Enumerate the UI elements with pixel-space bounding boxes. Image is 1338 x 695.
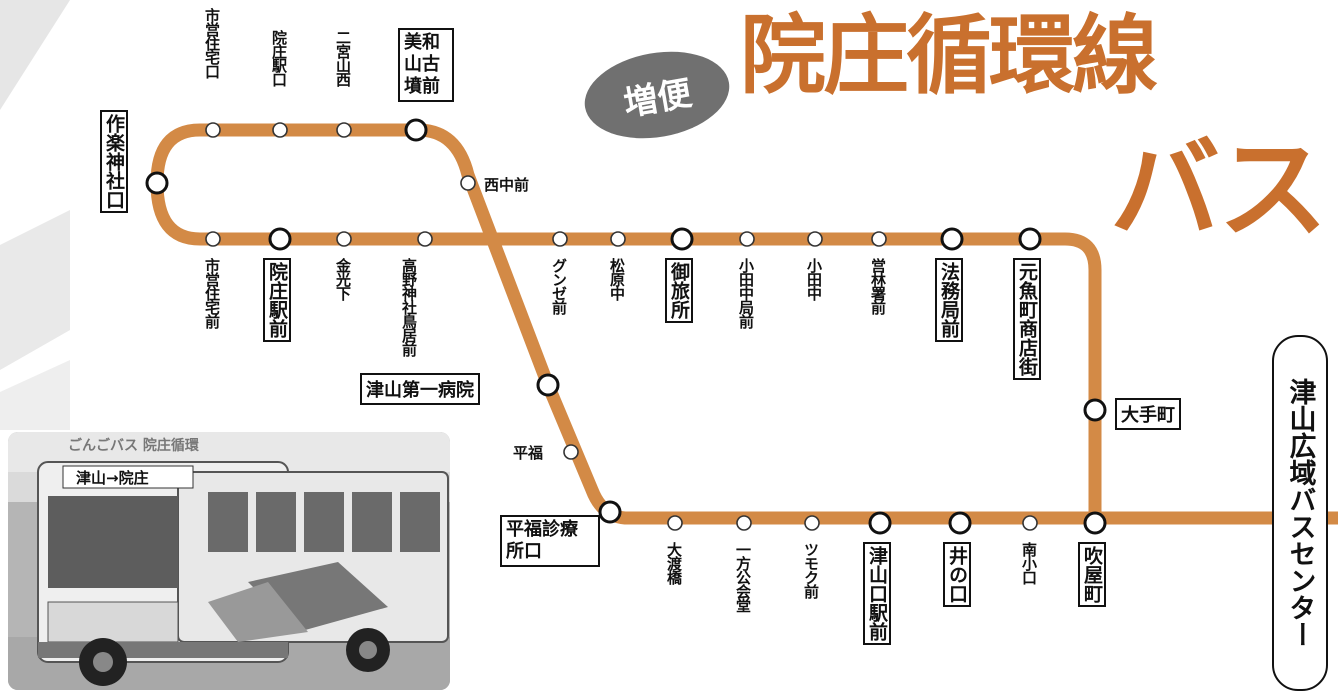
stop-bottom-4	[948, 511, 972, 535]
photo-destination-text: 津山→院庄	[76, 469, 149, 487]
stop-label-left: 作楽神社口	[100, 110, 128, 213]
bus-photo: ごんごバス 院庄循環 津山→院庄	[8, 432, 450, 690]
stop-bottom-0	[667, 515, 683, 531]
stop-nishinaka	[460, 175, 476, 191]
stop-label-mid-7: 小田中局前	[737, 258, 755, 328]
stop-label-bottom-5: 南小口	[1020, 542, 1038, 584]
stop-label-bottom-2: ツモク前	[802, 542, 820, 598]
stop-label-nishinaka: 西中前	[484, 176, 530, 194]
stop-label-hirafuku-clinic: 平福診療所口	[500, 515, 600, 567]
stop-label-hospital: 津山第一病院	[360, 373, 480, 405]
stop-mid-7	[739, 231, 755, 247]
stop-bottom-3	[868, 511, 892, 535]
stop-label-hirafuku: 平福	[513, 444, 544, 462]
stop-top-3	[404, 118, 428, 142]
stop-label-mid-0: 市営住宅前	[203, 258, 221, 328]
stop-label-top-2: 二宮山西	[334, 30, 352, 86]
stop-top-0	[205, 122, 221, 138]
stop-label-mid-8: 小田中	[805, 258, 823, 300]
stop-label-mid-9: 営林署前	[869, 258, 887, 314]
stop-mid-3	[417, 231, 433, 247]
stop-top-1	[272, 122, 288, 138]
stop-mid-11	[1018, 227, 1042, 251]
stop-label-mid-11: 元魚町商店街	[1013, 258, 1041, 380]
stop-label-mid-4: グンゼ前	[550, 258, 568, 314]
stop-mid-1	[268, 227, 292, 251]
stop-label-mid-6: 御旅所	[665, 258, 693, 323]
stop-label-bottom-4: 井の口	[943, 542, 971, 607]
page-subtitle: バス	[1110, 126, 1328, 254]
stop-label-mid-5: 松原中	[608, 258, 626, 300]
stop-mid-2	[336, 231, 352, 247]
stop-label-top-0: 市営住宅口	[203, 8, 221, 78]
stop-label-bottom-3: 津山口駅前	[863, 542, 891, 645]
stop-bottom-6	[1083, 511, 1107, 535]
stop-mid-5	[610, 231, 626, 247]
stop-bottom-1	[736, 515, 752, 531]
stop-hirafuku-clinic	[598, 500, 622, 524]
stop-label-bottom-1: 一方公会堂	[734, 542, 752, 612]
stop-label-bottom-0: 大渡橋	[665, 542, 683, 584]
stop-mid-6	[670, 227, 694, 251]
stop-left	[145, 171, 169, 195]
stop-label-bottom-6: 吹屋町	[1078, 542, 1106, 607]
terminal-label: 津山広域バスセンター	[1272, 335, 1328, 691]
stop-otemachi	[1083, 398, 1107, 422]
stop-hirafuku	[563, 444, 579, 460]
stop-label-top-3: 美和山古墳前	[398, 28, 454, 102]
route-line-upper	[150, 123, 1102, 518]
stop-hospital	[536, 373, 560, 397]
stop-bottom-5	[1022, 515, 1038, 531]
stop-mid-0	[205, 231, 221, 247]
stop-mid-9	[871, 231, 887, 247]
stop-mid-8	[807, 231, 823, 247]
page-title: 院庄循環線	[740, 6, 1158, 106]
stop-label-mid-3: 高野神社鳥居前	[400, 258, 418, 356]
photo-sign-text: ごんごバス 院庄循環	[68, 437, 200, 454]
stop-label-otemachi: 大手町	[1115, 398, 1181, 430]
stop-label-mid-10: 法務局前	[935, 258, 963, 342]
bus-photo-illustration: ごんごバス 院庄循環 津山→院庄	[8, 432, 450, 690]
stop-top-2	[336, 122, 352, 138]
stop-label-mid-2: 金光下	[334, 258, 352, 300]
stop-mid-4	[552, 231, 568, 247]
stop-label-top-1: 院庄駅口	[270, 30, 288, 86]
stop-mid-10	[940, 227, 964, 251]
stop-bottom-2	[804, 515, 820, 531]
stop-label-mid-1: 院庄駅前	[263, 258, 291, 342]
